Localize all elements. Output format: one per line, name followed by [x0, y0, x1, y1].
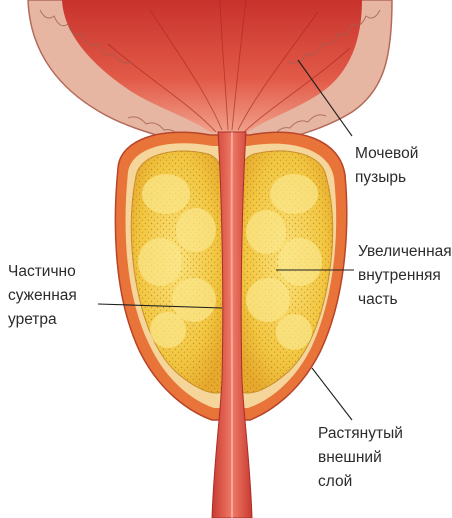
- label-inner-part: Увеличенная внутренняя часть: [358, 243, 452, 308]
- label-outer-layer: Растянутый внешний слой: [318, 425, 407, 490]
- label-urethra: Частично суженная уретра: [8, 263, 81, 328]
- bladder: [28, 0, 392, 150]
- right-lobe: [238, 151, 333, 393]
- label-bladder: Мочевой пузырь: [355, 145, 423, 186]
- outer-leader: [312, 368, 352, 420]
